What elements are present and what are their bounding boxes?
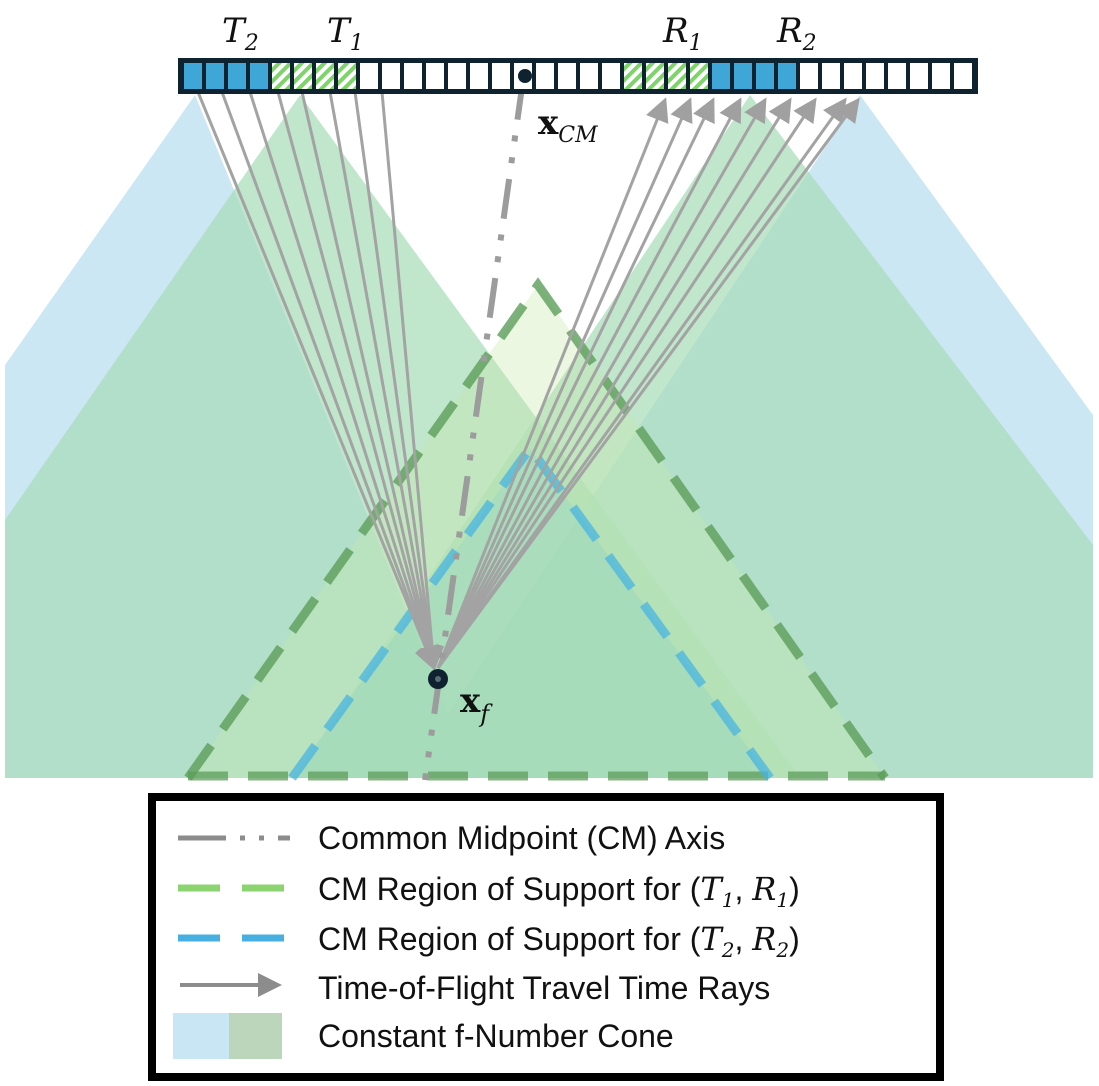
array-element [250, 63, 268, 89]
array-element [338, 63, 356, 89]
array-element [756, 63, 774, 89]
receive-ray [436, 97, 693, 669]
receive-ray [436, 97, 767, 669]
array-element [272, 63, 290, 89]
svg-text:xCM: xCM [538, 103, 598, 148]
transmit-ray [380, 91, 445, 671]
array-element [426, 63, 444, 89]
array-element [646, 63, 664, 89]
array-element [668, 63, 686, 89]
legend-box [148, 793, 944, 1081]
transmit-ray [276, 91, 441, 671]
legend-ray-text: Time-of-Flight Travel Time Rays [318, 970, 770, 1006]
legend-green-region-text: CM Region of Support for (T1, R1) [318, 870, 800, 912]
receive-ray [436, 97, 847, 669]
label-r2: R2 [776, 11, 817, 56]
array-element [778, 63, 796, 89]
label-r1: R1 [662, 11, 703, 56]
legend-cone-swatch-green [229, 1013, 282, 1059]
array-element [888, 63, 906, 89]
legend-cone-text: Constant f-Number Cone [318, 1018, 674, 1054]
array-element [822, 63, 840, 89]
region-of-support-outlines [184, 277, 889, 781]
array-element [470, 63, 488, 89]
array-element [316, 63, 334, 89]
array-element [580, 63, 598, 89]
label-t1: T1 [327, 11, 364, 56]
svg-text:T2: T2 [222, 11, 259, 56]
region-green-outline [184, 277, 889, 781]
receive-ray [436, 97, 792, 669]
legend-cone-swatch-blue [173, 1013, 229, 1059]
transmit-ray [196, 91, 438, 671]
receive-ray [436, 97, 817, 669]
array-element [536, 63, 554, 89]
array-element [492, 63, 510, 89]
transmit-ray [248, 91, 440, 671]
array-element [558, 63, 576, 89]
cm-axis-line [422, 79, 526, 781]
receive-ray [436, 97, 715, 669]
array-element [734, 63, 752, 89]
array-element [228, 63, 246, 89]
array-element [712, 63, 730, 89]
array-element [866, 63, 884, 89]
array-element [844, 63, 862, 89]
region-blue-outline [288, 440, 774, 781]
travel-time-rays [196, 91, 860, 671]
label-x-cm: xCM [538, 103, 598, 148]
cone-green-right [295, 95, 1093, 778]
transmit-ray [300, 91, 442, 671]
array-element [954, 63, 972, 89]
array-element [382, 63, 400, 89]
array-element [624, 63, 642, 89]
receive-ray [436, 97, 860, 669]
array-element [602, 63, 620, 89]
transmit-ray [353, 91, 444, 671]
label-t2: T2 [222, 11, 259, 56]
array-element [206, 63, 224, 89]
svg-text:R2: R2 [776, 11, 817, 56]
cm-point [518, 69, 532, 83]
array-element [690, 63, 708, 89]
array-element [800, 63, 818, 89]
array-element [932, 63, 950, 89]
region-blue-fill [292, 448, 770, 778]
transducer-array [178, 58, 978, 94]
array-element [404, 63, 422, 89]
focal-point-center [435, 676, 441, 682]
transmit-ray [328, 91, 443, 671]
legend: Common Midpoint (CM) Axis CM Region of S… [148, 793, 944, 1081]
svg-text:R1: R1 [662, 11, 703, 56]
svg-text:T1: T1 [327, 11, 364, 56]
receive-ray [436, 97, 669, 669]
transmit-ray [220, 91, 439, 671]
array-element [910, 63, 928, 89]
array-element [294, 63, 312, 89]
legend-cm-axis-text: Common Midpoint (CM) Axis [318, 820, 725, 856]
array-element [360, 63, 378, 89]
array-element [448, 63, 466, 89]
receive-ray [436, 97, 742, 669]
legend-blue-region-text: CM Region of Support for (T2, R2) [318, 920, 800, 962]
array-element [184, 63, 202, 89]
